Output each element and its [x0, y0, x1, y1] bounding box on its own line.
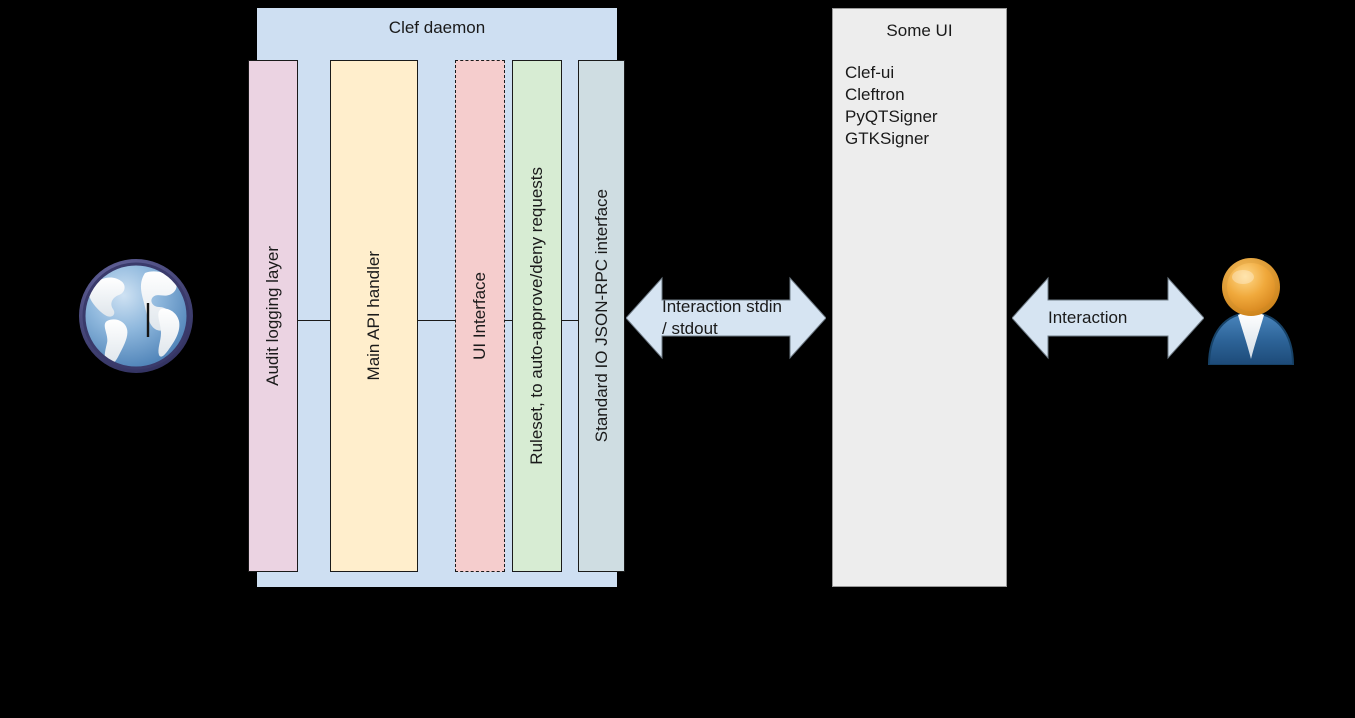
some-ui-panel[interactable]: Some UI Clef-ui Cleftron PyQTSigner GTKS…	[832, 8, 1007, 587]
connector-line	[504, 320, 513, 321]
connector-line	[561, 320, 579, 321]
column-label: Standard IO JSON-RPC interface	[591, 189, 611, 443]
globe-icon	[75, 255, 197, 377]
clef-daemon-title: Clef daemon	[388, 18, 486, 37]
list-item: Cleftron	[845, 85, 905, 104]
column-label: Main API handler	[364, 251, 383, 381]
clef-daemon-container	[257, 8, 617, 587]
some-ui-list: Clef-ui Cleftron PyQTSigner GTKSigner	[845, 62, 938, 150]
column-label: Ruleset, to auto-approve/deny requests	[527, 167, 546, 465]
column-standard-io-jsonrpc[interactable]: Standard IO JSON-RPC interface	[578, 60, 625, 572]
column-ruleset[interactable]: Ruleset, to auto-approve/deny requests	[512, 60, 562, 572]
column-label: Audit logging layer	[263, 246, 282, 386]
interaction-arrow: Interaction	[1012, 273, 1204, 363]
column-label: UI Interface	[470, 272, 489, 360]
user-icon	[1203, 255, 1299, 366]
some-ui-title: Some UI	[886, 21, 953, 40]
stdio-arrow: Interaction stdin / stdout	[626, 273, 826, 363]
list-item: GTKSigner	[845, 129, 930, 148]
column-ui-interface[interactable]: UI Interface	[455, 60, 505, 572]
column-audit-logging-layer[interactable]: Audit logging layer	[248, 60, 298, 572]
connector-line	[417, 320, 456, 321]
list-item: PyQTSigner	[845, 107, 938, 126]
list-item: Clef-ui	[845, 63, 895, 82]
connector-line	[297, 320, 331, 321]
column-main-api-handler[interactable]: Main API handler	[330, 60, 418, 572]
